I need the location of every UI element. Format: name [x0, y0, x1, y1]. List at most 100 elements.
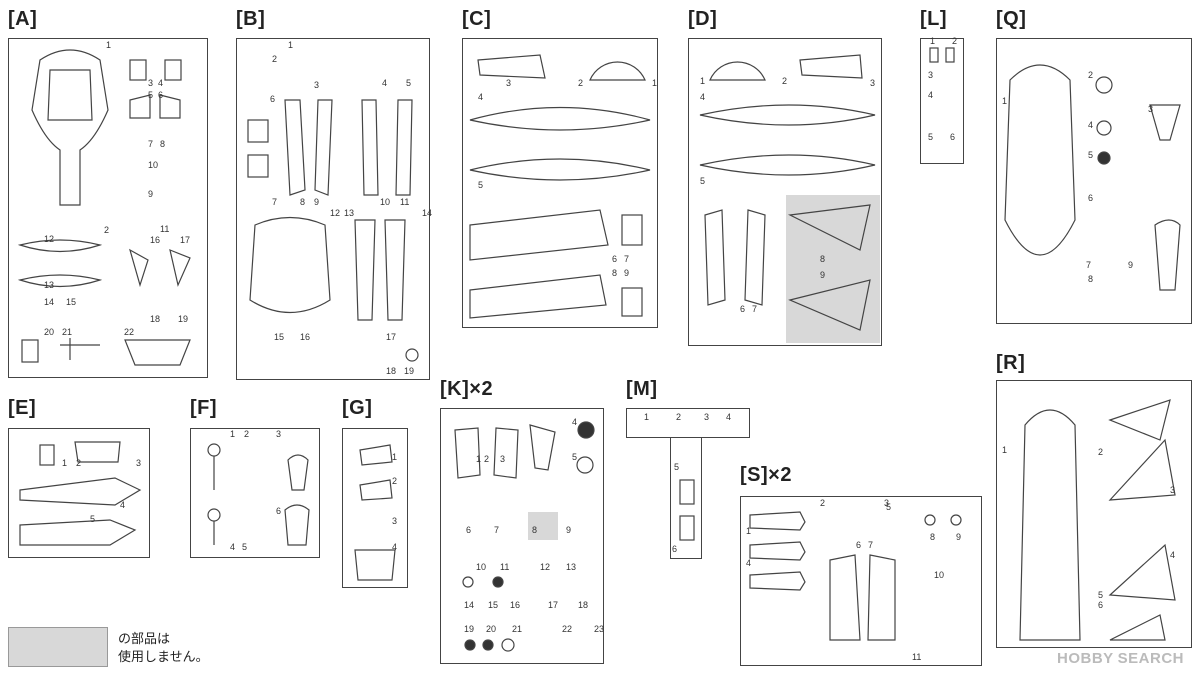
- part-number-s-6: 6: [856, 540, 861, 550]
- part-number-d-6: 6: [740, 304, 745, 314]
- part-number-k-7: 7: [494, 525, 499, 535]
- part-number-d-2: 2: [782, 76, 787, 86]
- sprue-s-label: [S]×2: [740, 464, 792, 486]
- part-number-a-12: 12: [44, 234, 54, 244]
- part-number-c-9: 9: [624, 268, 629, 278]
- sprue-d-label: [D]: [688, 8, 718, 30]
- part-number-b-5: 5: [406, 78, 411, 88]
- part-number-c-8: 8: [612, 268, 617, 278]
- part-number-c-1: 1: [652, 78, 657, 88]
- part-number-k-12: 12: [540, 562, 550, 572]
- watermark-brand: HOBBY: [1056, 650, 1114, 667]
- part-number-s-11: 11: [912, 652, 921, 662]
- part-number-b-9: 9: [314, 197, 319, 207]
- part-number-b-13: 13: [344, 208, 354, 218]
- part-number-c-2: 2: [578, 78, 583, 88]
- sprue-l-label: [L]: [920, 8, 948, 30]
- unused-parts-note: の部品は 使用しません。: [118, 630, 209, 666]
- sprue-m-label: [M]: [626, 378, 658, 400]
- part-number-d-3: 3: [870, 78, 875, 88]
- part-number-s-8: 8: [930, 532, 935, 542]
- part-number-e-2: 2: [76, 458, 81, 468]
- part-number-b-18: 18: [386, 366, 396, 376]
- part-number-a-2: 2: [104, 225, 109, 235]
- part-number-k-1: 1: [476, 454, 481, 464]
- sprue-k-frame: [440, 408, 604, 664]
- part-number-g-3: 3: [392, 516, 397, 526]
- part-number-a-6: 6: [158, 90, 163, 100]
- part-number-c-6: 6: [612, 254, 617, 264]
- part-number-q-6: 6: [1088, 193, 1093, 203]
- part-number-q-9: 9: [1128, 260, 1133, 270]
- part-number-m-1: 1: [644, 412, 649, 422]
- part-number-s-7: 7: [868, 540, 873, 550]
- part-number-a-3: 3: [148, 78, 153, 88]
- part-number-g-4: 4: [392, 542, 397, 552]
- part-number-a-10: 10: [148, 160, 158, 170]
- part-number-f-6: 6: [276, 506, 281, 516]
- part-number-g-2: 2: [392, 476, 397, 486]
- part-number-m-3: 3: [704, 412, 709, 422]
- part-number-b-1: 1: [288, 40, 293, 50]
- part-number-s-4: 4: [746, 558, 751, 568]
- part-number-c-7: 7: [624, 254, 629, 264]
- unused-parts-swatch: [8, 627, 108, 667]
- part-number-m-4: 4: [726, 412, 731, 422]
- part-number-c-5: 5: [478, 180, 483, 190]
- sprue-g-frame: [342, 428, 408, 588]
- part-number-a-7: 7: [148, 139, 153, 149]
- part-number-a-5: 5: [148, 90, 153, 100]
- part-number-k-10: 10: [476, 562, 486, 572]
- part-number-d-4: 4: [700, 92, 705, 102]
- part-number-q-7: 7: [1086, 260, 1091, 270]
- part-number-b-17: 17: [386, 332, 396, 342]
- part-number-b-19: 19: [404, 366, 414, 376]
- part-number-l-1: 1: [930, 36, 935, 46]
- part-number-c-3: 3: [506, 78, 511, 88]
- sprue-m-frame-stem: [670, 437, 702, 559]
- part-number-e-4: 4: [120, 500, 125, 510]
- sprue-a-label: [A]: [8, 8, 38, 30]
- part-number-c-4: 4: [478, 92, 483, 102]
- sprue-a-frame: [8, 38, 208, 378]
- part-number-l-5: 5: [928, 132, 933, 142]
- sprue-e-frame: [8, 428, 150, 558]
- sprue-r-frame: [996, 380, 1192, 648]
- part-number-k-4: 4: [572, 417, 577, 427]
- part-number-a-16: 16: [150, 235, 160, 245]
- part-number-f-2: 2: [244, 429, 249, 439]
- part-number-a-13: 13: [44, 280, 54, 290]
- part-number-k-23: 23: [594, 624, 604, 634]
- part-number-f-4: 4: [230, 542, 235, 552]
- part-number-s-2: 2: [820, 498, 825, 508]
- part-number-l-6: 6: [950, 132, 955, 142]
- part-number-d-1: 1: [700, 76, 705, 86]
- part-number-b-11: 11: [400, 197, 409, 207]
- part-number-a-11: 11: [160, 224, 169, 234]
- part-number-a-1: 1: [106, 40, 111, 50]
- part-number-r-6: 6: [1098, 600, 1103, 610]
- sprue-f-label: [F]: [190, 397, 218, 419]
- part-number-e-1: 1: [62, 458, 67, 468]
- part-number-k-22: 22: [562, 624, 572, 634]
- part-number-k-13: 13: [566, 562, 576, 572]
- part-number-d-5: 5: [700, 176, 705, 186]
- part-number-m-6: 6: [672, 544, 677, 554]
- sprue-g-label: [G]: [342, 397, 373, 419]
- part-number-k-8: 8: [532, 525, 537, 535]
- note-line-1: の部品は: [118, 631, 171, 646]
- part-number-b-12: 12: [330, 208, 340, 218]
- part-number-b-2: 2: [272, 54, 277, 64]
- part-number-k-17: 17: [548, 600, 558, 610]
- sprue-c-label: [C]: [462, 8, 492, 30]
- part-number-a-8: 8: [160, 139, 165, 149]
- part-number-s-10: 10: [934, 570, 944, 580]
- part-number-k-16: 16: [510, 600, 520, 610]
- part-number-a-14: 14: [44, 297, 54, 307]
- part-number-b-10: 10: [380, 197, 390, 207]
- sprue-k-label: [K]×2: [440, 378, 494, 400]
- part-number-k-19: 19: [464, 624, 474, 634]
- part-number-e-5: 5: [90, 514, 95, 524]
- note-line-2: 使用しません。: [118, 649, 209, 664]
- sprue-s-frame: [740, 496, 982, 666]
